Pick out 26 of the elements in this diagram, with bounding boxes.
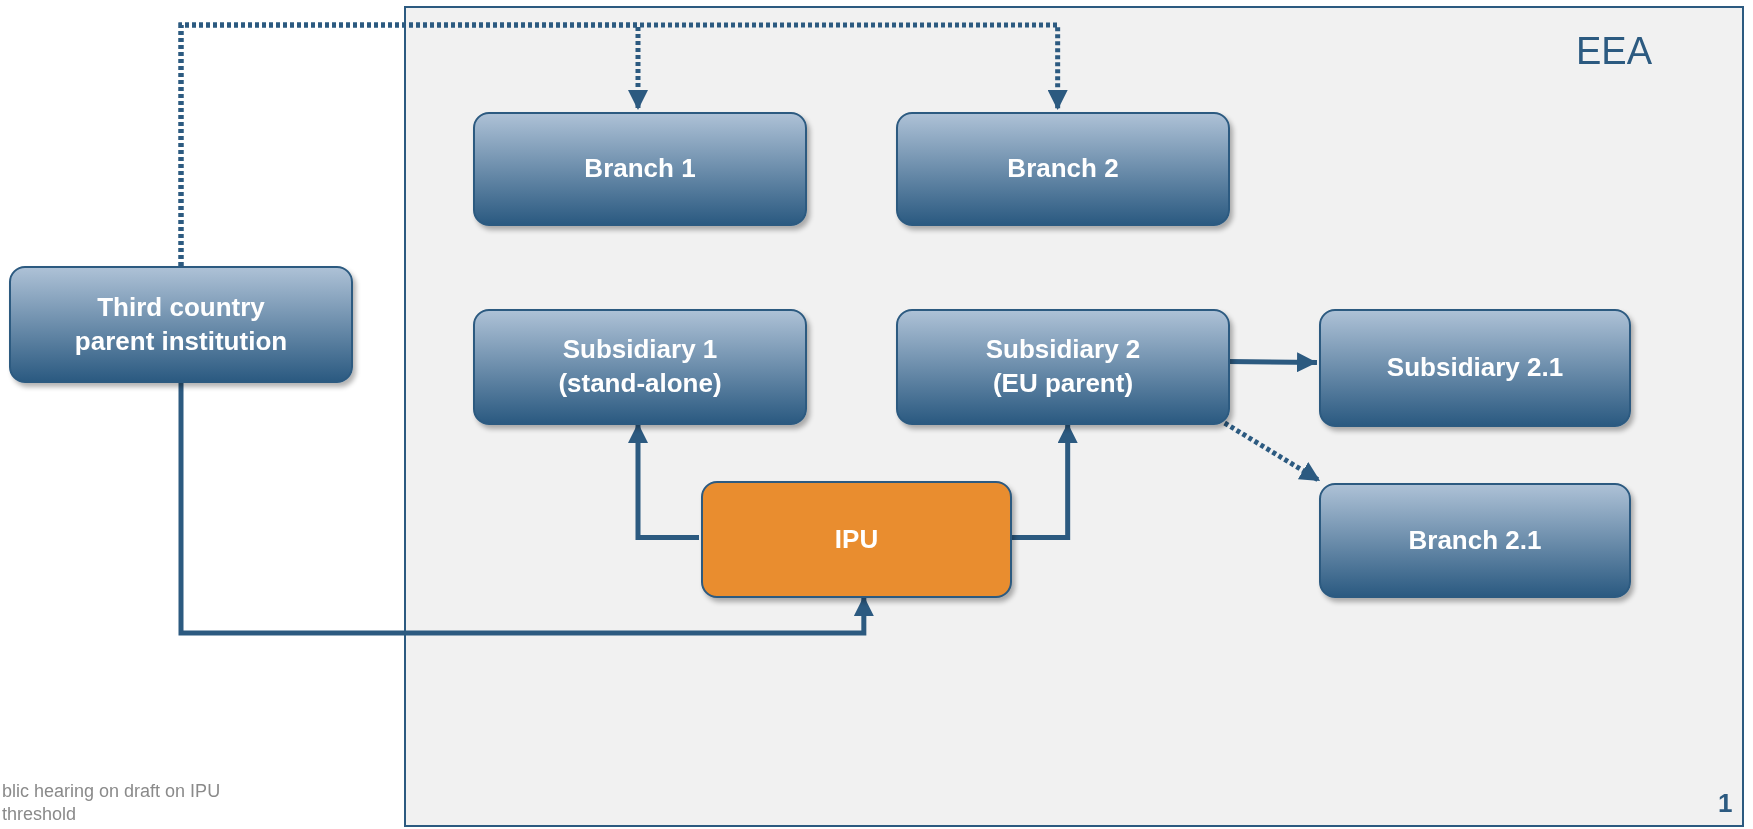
entity-box [896, 309, 1230, 425]
entity-box [701, 481, 1012, 598]
box-label: Branch 2 [1007, 152, 1119, 186]
footnote-text: blic hearing on draft on IPU threshold [2, 780, 222, 827]
entity-box [1319, 483, 1631, 598]
entity-box [473, 309, 807, 425]
region-title: EEA [1575, 30, 1652, 73]
entity-box [473, 112, 807, 226]
entity-box [1319, 309, 1631, 427]
connector-arrow [1010, 423, 1078, 540]
box-label: Subsidiary 2 (EU parent) [984, 333, 1142, 400]
connector-arrow [1227, 352, 1318, 373]
connector-arrow [178, 22, 1068, 266]
box-label: Branch 1 [584, 152, 696, 186]
box-label: IPU [834, 522, 879, 556]
entity-box [896, 112, 1230, 226]
entity-box [9, 266, 353, 383]
connector-arrow [1223, 420, 1322, 484]
connector-arrow [178, 383, 874, 636]
box-label: Branch 2.1 [1408, 523, 1542, 557]
box-label: Subsidiary 2.1 [1386, 351, 1564, 385]
box-label: Third country parent institution [73, 290, 289, 358]
connector-arrow [628, 423, 699, 540]
page-number: 1 [1718, 788, 1733, 819]
region-area [404, 6, 1744, 827]
box-label: Subsidiary 1 (stand-alone) [557, 333, 723, 400]
